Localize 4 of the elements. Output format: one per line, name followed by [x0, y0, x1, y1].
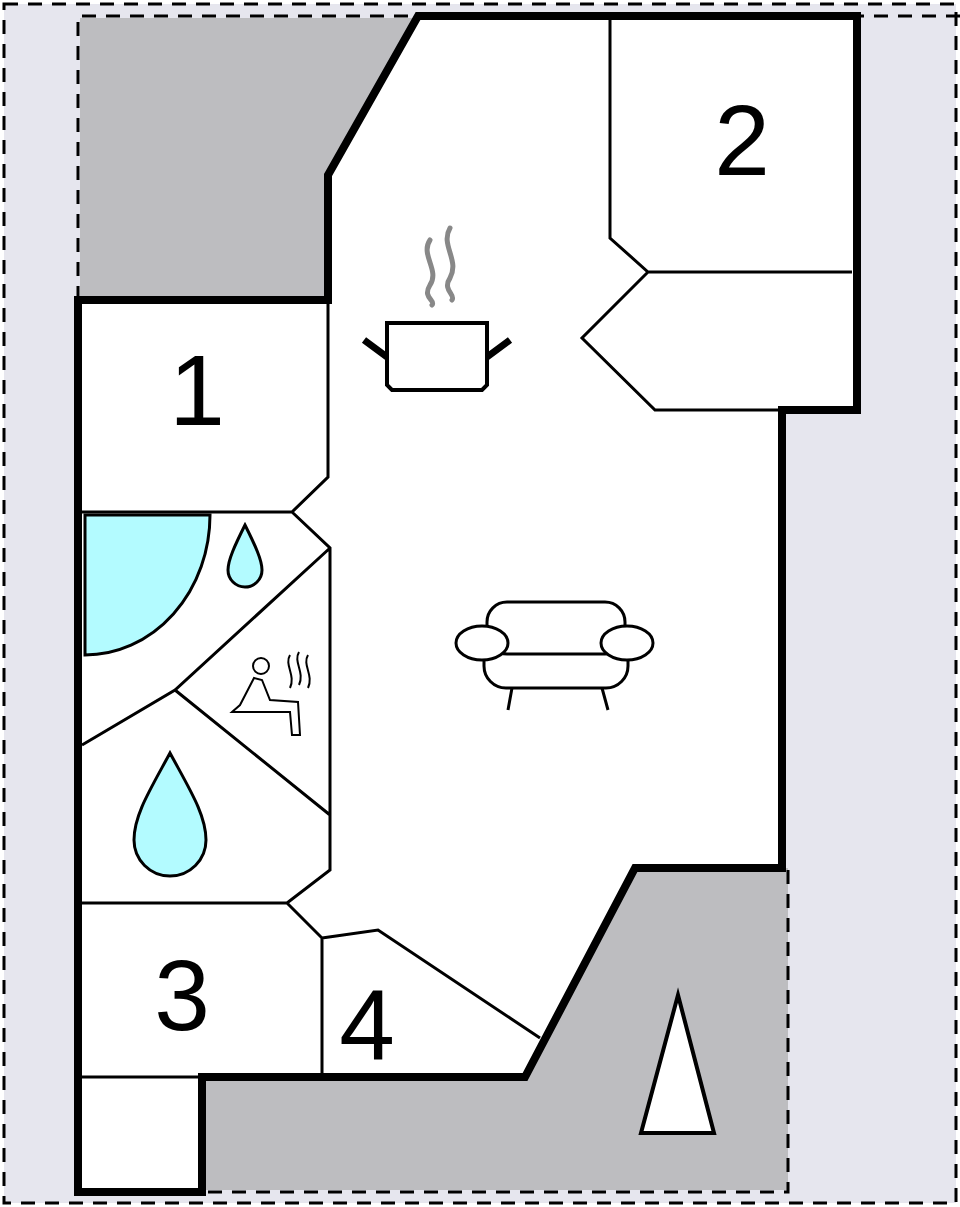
room-number: 3 — [132, 945, 232, 1045]
room-number: 2 — [692, 90, 792, 190]
room-number: 1 — [152, 340, 242, 440]
room-number: 4 — [322, 975, 412, 1075]
